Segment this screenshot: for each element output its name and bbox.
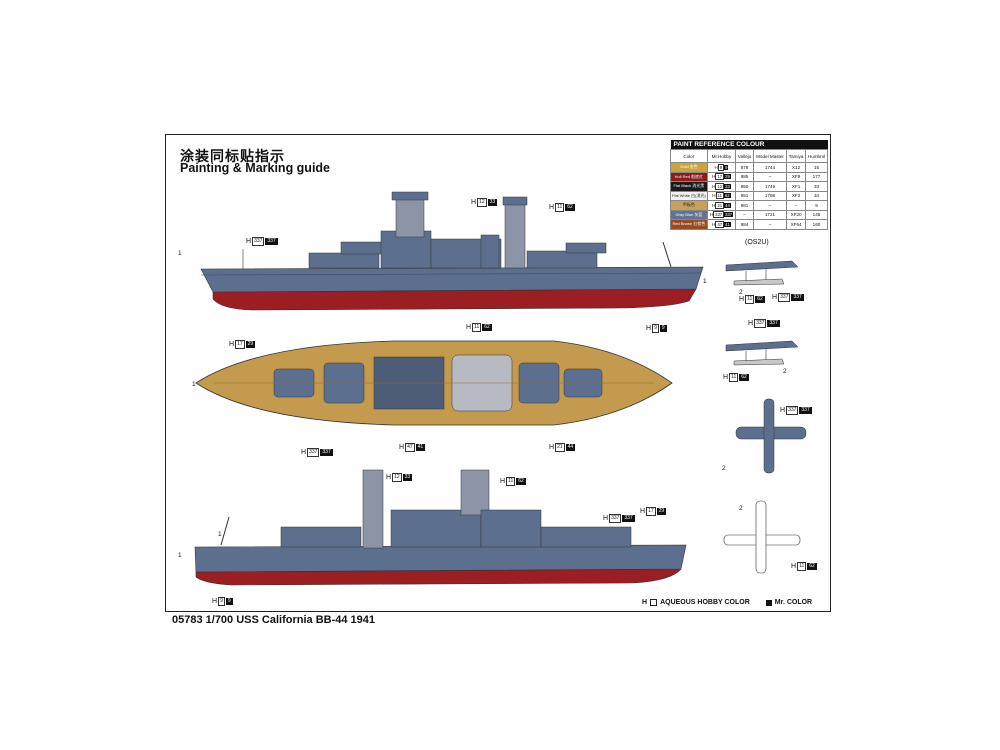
col-header: Model Master: [752, 149, 788, 163]
pointer-number: 2: [722, 465, 726, 472]
paint-code: 985: [735, 171, 754, 182]
paint-code: –: [786, 200, 807, 211]
col-header: Humbrol: [805, 149, 828, 163]
paint-code: –: [752, 219, 788, 230]
paint-code: XF20: [786, 209, 807, 220]
paint-code: 981: [735, 200, 754, 211]
pointer-number: 1: [178, 250, 182, 257]
pointer-number: 1: [703, 278, 707, 285]
pointer-number: 1: [178, 552, 182, 559]
aircraft-floatplane-side-1: [725, 260, 799, 286]
paint-code: 160: [805, 219, 828, 230]
paint-code: XF9: [786, 171, 807, 182]
paint-code: 145: [805, 209, 828, 220]
paint-code: 951: [735, 190, 754, 201]
col-header: Color: [670, 149, 708, 163]
col-header: Mr.Hobby: [706, 149, 737, 163]
pointer-number: 2: [739, 289, 743, 296]
color-legend: H AQUEOUS HOBBY COLOR Mr. COLOR: [642, 599, 812, 606]
paint-code: 34: [805, 190, 828, 201]
paint-code: –: [752, 171, 788, 182]
pointer-number: 2: [783, 368, 787, 375]
paint-code: 878: [735, 162, 754, 173]
paint-code: XF64: [786, 219, 807, 230]
product-code-footer: 05783 1/700 USS California BB-44 1941: [172, 614, 376, 626]
paint-code: 950: [735, 181, 754, 192]
filled-square-icon: [765, 599, 772, 606]
paint-code: X12: [786, 162, 807, 173]
open-square-icon: [650, 599, 658, 606]
pointer-number: 2: [739, 505, 743, 512]
paint-code: –: [752, 200, 788, 211]
title-english: Painting & Marking guide: [180, 161, 331, 175]
paint-code: XF2: [786, 190, 807, 201]
ship-side-view-top: [200, 191, 704, 311]
aircraft-top-view: [735, 398, 807, 474]
color-swatch: Gold 金色: [670, 162, 708, 173]
paint-code: 33: [805, 181, 828, 192]
legend-mr-color: Mr. COLOR: [765, 599, 812, 606]
paint-code: –: [735, 209, 754, 220]
pointer-number: 1: [218, 531, 222, 538]
instruction-sheet: 涂装同标贴指示 Painting & Marking guide PAINT R…: [165, 134, 831, 612]
pointer-number: 1: [192, 381, 196, 388]
paint-code: 1768: [752, 190, 788, 201]
paint-reference-table: PAINT REFERENCE COLOUR Color Mr.Hobby Va…: [670, 140, 828, 230]
paint-code: XF1: [786, 181, 807, 192]
color-swatch: Hull Red 船底红: [670, 171, 708, 182]
title-chinese: 涂装同标贴指示: [180, 149, 285, 165]
col-header: Vallejo: [735, 149, 754, 163]
paint-code: 1721: [752, 209, 788, 220]
aircraft-bottom-view: [723, 500, 801, 574]
paint-code: 984: [735, 219, 754, 230]
ship-deck-plan-view: [195, 340, 673, 426]
legend-aqueous: H AQUEOUS HOBBY COLOR: [642, 599, 750, 606]
paint-code: 9: [805, 200, 828, 211]
paint-code: 177: [805, 171, 828, 182]
paint-code: 16: [805, 162, 828, 173]
paint-code: 1744: [752, 162, 788, 173]
paint-code: 1749: [752, 181, 788, 192]
col-header: Tamiya: [786, 149, 807, 163]
aircraft-floatplane-side-2: [725, 340, 799, 366]
aircraft-type-label: (OS2U): [745, 239, 769, 246]
ship-side-view-bottom: [194, 469, 687, 586]
paint-table-heading: PAINT REFERENCE COLOUR: [670, 140, 828, 150]
